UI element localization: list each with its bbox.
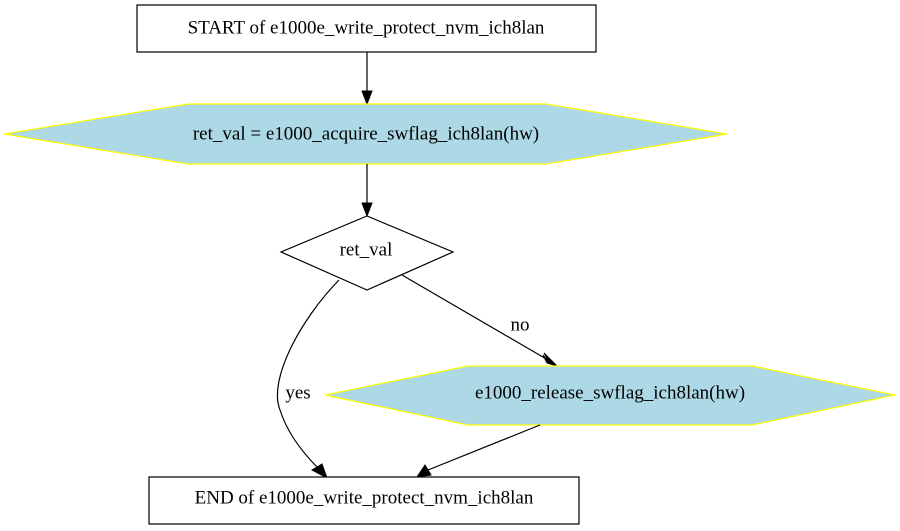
acquire-node-label: ret_val = e1000_acquire_swflag_ich8lan(h…: [193, 124, 539, 145]
edge-start-to-acquire: [361, 52, 373, 106]
acquire-node: ret_val = e1000_acquire_swflag_ich8lan(h…: [3, 103, 728, 165]
edge-decision-yes-label: yes: [285, 383, 310, 404]
edge-release-to-end-arrowhead: [415, 464, 432, 478]
release-node: e1000_release_swflag_ich8lan(hw): [324, 365, 896, 426]
end-node-label: END of e1000e_write_protect_nvm_ich8lan: [195, 488, 534, 509]
start-node-box: [136, 4, 597, 53]
acquire-node-hexagon: [3, 103, 728, 165]
edge-decision-yes-line: [276, 279, 340, 469]
edge-acquire-to-decision: [361, 164, 373, 218]
edge-acquire-to-decision-arrowhead: [361, 202, 373, 218]
decision-node: ret_val: [279, 215, 455, 291]
edge-decision-no-arrowhead-tip: [543, 352, 559, 368]
start-node-label: START of e1000e_write_protect_nvm_ich8la…: [188, 18, 545, 39]
decision-node-label: ret_val: [340, 240, 393, 261]
edge-decision-no-label: no: [511, 315, 530, 336]
release-node-label: e1000_release_swflag_ich8lan(hw): [475, 383, 745, 404]
release-node-hexagon: [324, 365, 896, 426]
edge-decision-no: no: [401, 274, 559, 368]
end-node: END of e1000e_write_protect_nvm_ich8lan: [148, 476, 580, 525]
edge-start-to-acquire-arrowhead: [361, 90, 373, 106]
edge-decision-yes-arrowhead: [310, 463, 328, 480]
edge-decision-yes: yes: [276, 279, 340, 480]
edge-release-to-end-line: [427, 424, 541, 471]
end-node-box: [148, 476, 580, 525]
edge-release-to-end: [415, 424, 541, 478]
start-node: START of e1000e_write_protect_nvm_ich8la…: [136, 4, 597, 53]
edge-decision-no-line: [401, 274, 549, 361]
decision-node-diamond: [279, 215, 455, 291]
